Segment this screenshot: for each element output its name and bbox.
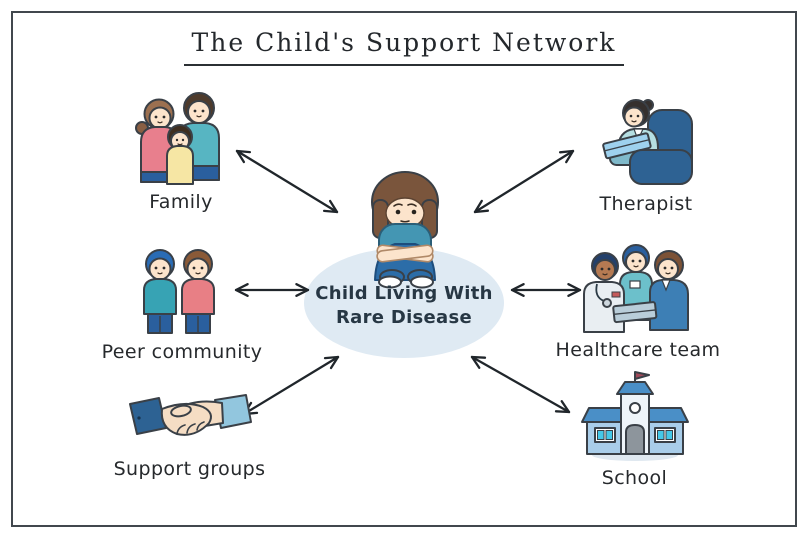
node-peer-community: Peer community	[97, 244, 267, 363]
node-healthcare-team-label: Healthcare team	[555, 339, 721, 361]
two-children-icon	[143, 249, 215, 334]
page-title-text: The Child's Support Network	[183, 28, 625, 66]
node-support-groups: Support groups	[102, 388, 277, 480]
node-therapist: Therapist	[566, 90, 726, 215]
center-label-line1: Child Living With	[315, 283, 493, 304]
center-label-line2: Rare Disease	[335, 307, 473, 329]
therapist-in-armchair-icon	[602, 99, 693, 185]
sad-child-illustration	[371, 171, 439, 289]
page-title: The Child's Support Network	[0, 28, 808, 66]
medical-team-icon	[583, 244, 689, 333]
handshake-icon	[128, 394, 252, 436]
node-school: School	[552, 370, 717, 489]
family-icon	[135, 92, 220, 185]
node-school-label: School	[601, 467, 668, 489]
node-peer-community-label: Peer community	[101, 341, 263, 363]
node-family: Family	[106, 90, 256, 213]
node-support-groups-label: Support groups	[113, 458, 266, 480]
school-building-icon	[580, 371, 689, 461]
node-therapist-label: Therapist	[599, 193, 693, 215]
node-healthcare-team: Healthcare team	[548, 242, 728, 361]
center-label: Child Living With Rare Disease	[284, 282, 524, 331]
node-family-label: Family	[149, 191, 213, 213]
